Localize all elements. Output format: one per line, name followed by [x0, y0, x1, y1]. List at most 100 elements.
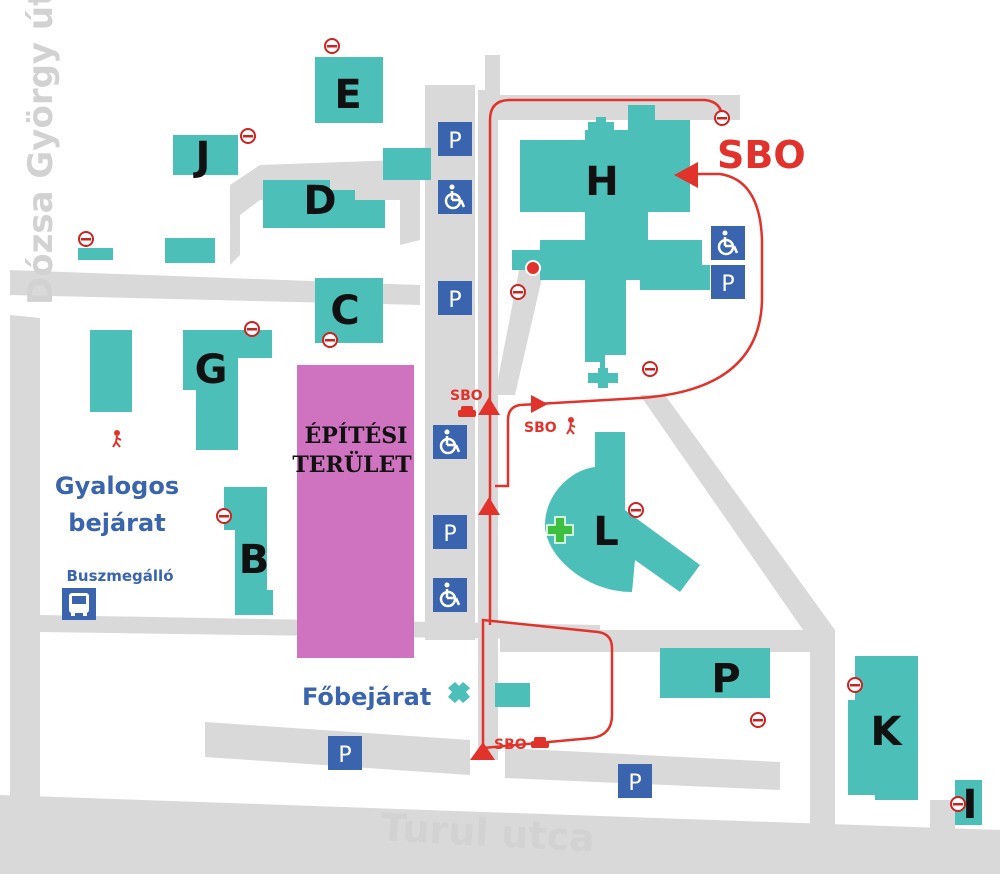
main-entrance-label: Főbejárat: [302, 683, 431, 711]
no-entry-icon: [244, 321, 260, 337]
construction-area: [297, 365, 414, 658]
label-C: C: [330, 288, 359, 334]
sbo-car-entry-label: SBO: [494, 737, 527, 753]
building-E[interactable]: [315, 57, 383, 123]
no-entry-icon: [847, 677, 863, 693]
wheelchair-icon[interactable]: [711, 226, 745, 260]
walk-icon-entrance: [112, 430, 122, 448]
parking-signs: P P P P P P: [328, 122, 745, 798]
location-dot-icon: [525, 260, 541, 276]
parking-sign-3[interactable]: P: [433, 515, 467, 549]
road-h-diagonal: [495, 265, 545, 395]
building-J[interactable]: [173, 135, 238, 175]
wheelchair-icon[interactable]: [433, 425, 467, 459]
label-K: K: [871, 709, 904, 755]
building-B[interactable]: [224, 487, 273, 615]
road-middle-horizontal: [500, 630, 820, 652]
building-D[interactable]: [263, 180, 385, 228]
label-G: G: [195, 347, 228, 393]
building-H-bottom-cross-h[interactable]: [588, 373, 618, 383]
parking-sign-1[interactable]: P: [438, 122, 472, 156]
no-entry-icon: [642, 361, 658, 377]
road-turul-utca: [0, 795, 1000, 874]
parking-sign-4[interactable]: P: [711, 265, 745, 299]
main-entrance-cross-icon: [448, 682, 470, 703]
building-small-2[interactable]: [165, 238, 215, 263]
svg-text:P: P: [443, 522, 456, 547]
building-small-1[interactable]: [383, 148, 431, 180]
no-entry-icon: [324, 38, 340, 54]
label-I: I: [963, 782, 978, 828]
building-L[interactable]: [545, 432, 700, 592]
no-entry-icon: [628, 502, 644, 518]
no-entry-icon: [240, 128, 256, 144]
bus-icon[interactable]: [62, 588, 96, 620]
building-labels: E J D C G B H L P K I: [193, 72, 978, 828]
no-entry-icon: [714, 110, 730, 126]
road-left-vertical: [10, 315, 40, 800]
parking-sign-2[interactable]: P: [438, 281, 472, 315]
parking-sign-6[interactable]: P: [618, 764, 652, 798]
no-entry-icon: [950, 796, 966, 812]
parking-sign-5[interactable]: P: [328, 736, 362, 770]
building-left-tall[interactable]: [90, 330, 132, 412]
label-D: D: [303, 178, 336, 224]
sbo-route: [481, 98, 764, 758]
car-icon-entry: [531, 737, 549, 748]
no-entry-icon: [510, 284, 526, 300]
no-entry-icon: [322, 332, 338, 348]
walk-icon-sbo: [566, 417, 576, 435]
arrow-up-2: [478, 397, 500, 415]
svg-text:P: P: [628, 771, 641, 796]
building-P[interactable]: [660, 648, 770, 698]
route-main-path: [481, 618, 614, 758]
svg-text:P: P: [338, 743, 351, 768]
building-G[interactable]: [183, 330, 272, 450]
road-central-1: [425, 85, 475, 640]
no-entry-signs: [78, 38, 966, 812]
label-P: P: [711, 656, 740, 702]
svg-text:P: P: [721, 272, 734, 297]
road-right-diagonal: [640, 395, 835, 830]
street-dozsa-gyorgy-ut: Dózsa György út: [21, 0, 61, 305]
building-K[interactable]: [848, 656, 918, 800]
label-L: L: [593, 509, 619, 555]
road-top-loop: [485, 55, 740, 120]
car-icon-mid: [458, 406, 476, 417]
building-small-3[interactable]: [78, 248, 113, 260]
route-h-loop: [495, 172, 764, 488]
building-H[interactable]: [512, 105, 710, 370]
sbo-car-mid-label: SBO: [450, 388, 483, 404]
arrow-walk: [531, 395, 548, 413]
label-H: H: [585, 159, 618, 205]
arrow-up-1: [478, 497, 500, 515]
building-C[interactable]: [315, 278, 383, 343]
svg-text:P: P: [448, 288, 461, 313]
building-H-top-cross-h[interactable]: [588, 122, 614, 132]
label-B: B: [239, 537, 270, 583]
no-entry-icon: [216, 508, 232, 524]
route-arrows: [470, 162, 698, 760]
accessible-parking-signs: [433, 180, 745, 612]
label-E: E: [334, 72, 361, 118]
wheelchair-icon[interactable]: [438, 180, 472, 214]
green-cross-icon: [546, 516, 574, 544]
construction-label-line2: TERÜLET: [292, 450, 412, 478]
label-J: J: [193, 134, 211, 180]
arrow-to-h: [674, 162, 698, 188]
road-central-2: [478, 90, 498, 760]
bus-stop-label: Buszmegálló: [66, 567, 173, 585]
no-entry-icon: [750, 712, 766, 728]
pedestrian-entrance-label-line1: Gyalogos: [55, 472, 179, 500]
building-small-4[interactable]: [495, 683, 530, 707]
sbo-main-label: SBO: [717, 133, 806, 177]
no-entry-icon: [78, 231, 94, 247]
pedestrian-entrance-label-line2: bejárat: [68, 509, 165, 537]
wheelchair-icon[interactable]: [433, 578, 467, 612]
route-up-path: [488, 98, 724, 625]
sbo-walk-label: SBO: [524, 420, 557, 436]
buildings: [78, 57, 982, 825]
arrow-entry: [470, 742, 495, 760]
construction-label-line1: ÉPÍTÉSI: [305, 422, 408, 449]
